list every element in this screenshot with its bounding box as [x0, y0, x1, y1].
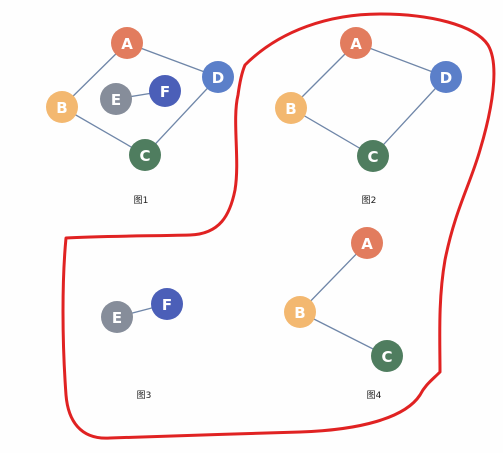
edge-c-d [372, 76, 447, 157]
node-b-circle [284, 296, 316, 328]
node-b-circle [46, 91, 78, 123]
edge-a-d [355, 42, 447, 78]
edge-b-c [299, 311, 388, 357]
node-f-label: F [160, 83, 170, 101]
node-d-circle [430, 61, 462, 93]
node-b-label: B [56, 99, 67, 117]
edge-a-b [299, 242, 368, 313]
node-a-label: A [121, 35, 133, 53]
node-f-circle [149, 75, 181, 107]
figure-3: E F 图3 [101, 288, 183, 401]
figure-caption: 图2 [362, 195, 377, 206]
node-c-circle [129, 139, 161, 171]
node-e-circle [101, 301, 133, 333]
node-a-circle [111, 27, 143, 59]
node-c-label: C [367, 148, 378, 166]
node-c-label: C [139, 147, 150, 165]
node-d-label: D [440, 69, 452, 87]
edge-c-d [144, 76, 219, 156]
red-highlight-outline [61, 12, 496, 440]
node-d-label: D [212, 69, 224, 87]
node-d-circle [202, 61, 234, 93]
figure-2: A B C D 图2 [275, 27, 462, 206]
node-c-label: C [381, 348, 392, 366]
node-e-label: E [111, 91, 121, 109]
node-b-label: B [285, 100, 296, 118]
edge-a-d [126, 42, 219, 78]
figure-1: A B C D E F 图1 [46, 27, 234, 206]
node-a-circle [351, 227, 383, 259]
node-e-circle [100, 83, 132, 115]
figure-caption: 图1 [134, 195, 149, 206]
node-f-label: F [162, 296, 172, 314]
node-a-circle [340, 27, 372, 59]
node-f-circle [151, 288, 183, 320]
node-a-label: A [361, 235, 373, 253]
figure-caption: 图4 [367, 390, 382, 401]
node-a-label: A [350, 35, 362, 53]
node-c-circle [357, 140, 389, 172]
node-b-label: B [294, 304, 305, 322]
figure-caption: 图3 [137, 390, 152, 401]
node-e-label: E [112, 309, 122, 327]
figure-4: A B C 图4 [284, 227, 403, 401]
node-c-circle [371, 340, 403, 372]
node-b-circle [275, 92, 307, 124]
